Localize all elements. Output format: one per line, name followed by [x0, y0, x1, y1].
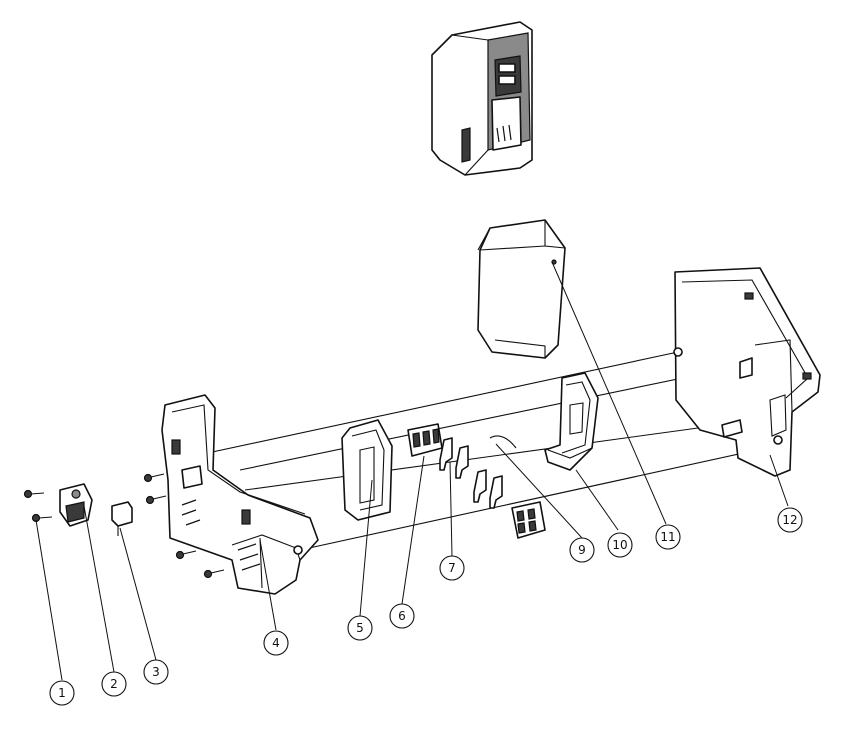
- svg-text:3: 3: [152, 665, 160, 679]
- svg-text:6: 6: [398, 609, 406, 623]
- part-7-contact-plates: [439, 437, 503, 509]
- part-6-connector-block: [407, 423, 443, 457]
- callout-9: 9: [569, 537, 595, 563]
- callout-6: 6: [389, 603, 415, 629]
- terminal-block: [511, 501, 546, 539]
- svg-text:12: 12: [782, 513, 797, 527]
- callout-2: 2: [101, 671, 127, 697]
- svg-text:1: 1: [58, 686, 66, 700]
- callout-12: 12: [777, 507, 803, 533]
- part-11-battery-cover: [477, 219, 566, 359]
- part-10-terminal-cradle: [544, 372, 599, 471]
- screws: [23, 473, 225, 579]
- assembly-lines: [174, 351, 781, 551]
- svg-text:11: 11: [660, 530, 675, 544]
- svg-text:10: 10: [612, 538, 627, 552]
- callout-1: 1: [49, 680, 75, 706]
- svg-text:7: 7: [448, 561, 456, 575]
- part-3-switch: [111, 501, 133, 536]
- callout-3: 3: [143, 659, 169, 685]
- svg-text:2: 2: [110, 677, 118, 691]
- callout-5: 5: [347, 615, 373, 641]
- part-9-spring: [489, 435, 517, 449]
- callout-11: 11: [655, 524, 681, 550]
- part-2-latch-bracket: [59, 483, 93, 527]
- callout-10: 10: [607, 532, 633, 558]
- part-4-left-housing: [161, 394, 319, 595]
- callout-7: 7: [439, 555, 465, 581]
- battery-pack-assembled: [431, 21, 533, 176]
- part-5-terminal-cradle: [341, 419, 393, 521]
- svg-text:9: 9: [578, 543, 586, 557]
- callout-4: 4: [263, 630, 289, 656]
- callout-leaders: [35, 261, 789, 681]
- svg-text:4: 4: [272, 636, 280, 650]
- svg-text:5: 5: [356, 621, 364, 635]
- part-12-right-housing: [673, 267, 821, 477]
